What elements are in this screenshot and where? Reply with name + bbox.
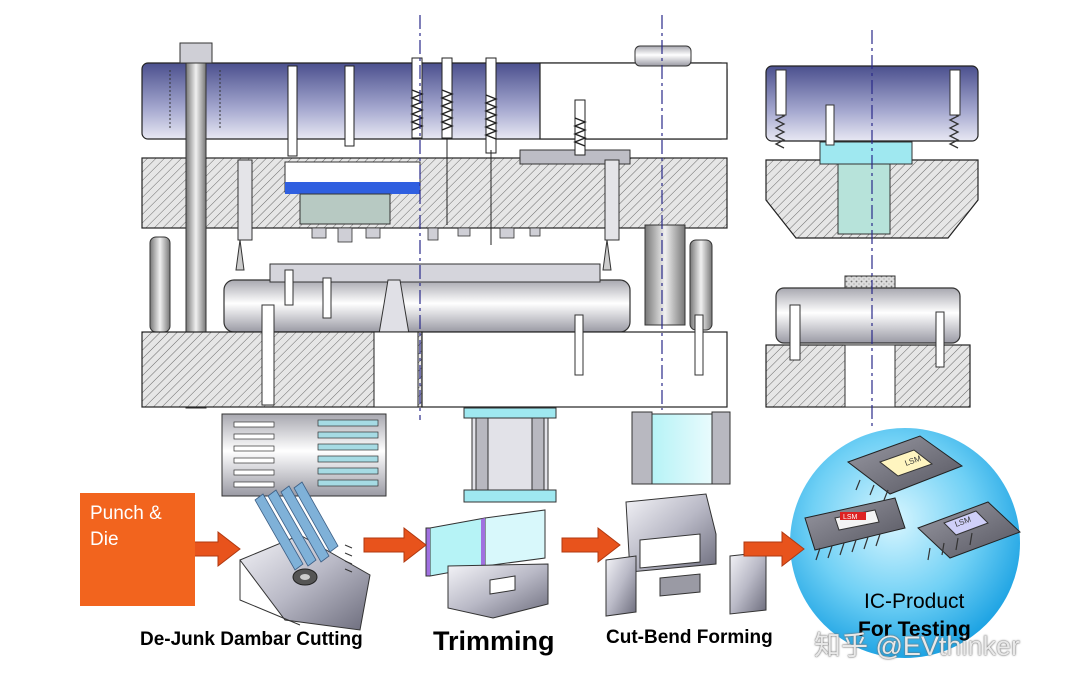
- stage-label-ic-product: IC-Product: [864, 590, 965, 613]
- process-arrows: [181, 526, 805, 568]
- arrow-4: [743, 530, 805, 568]
- watermark: 知乎 @EVthinker: [814, 631, 1020, 661]
- punch-and-die-box: Punch & Die: [80, 493, 195, 606]
- svg-text:LSM: LSM: [843, 514, 858, 521]
- arrow-2: [363, 526, 427, 564]
- stage-label-for-testing: For Testing: [858, 618, 971, 641]
- cutbend-3d-part: [605, 493, 767, 617]
- tool-trimming-flat: [463, 407, 557, 503]
- main-punch-plate: [141, 157, 728, 229]
- trimming-3d-part: [425, 509, 549, 619]
- main-die-assembly: [141, 15, 728, 420]
- arrow-3: [561, 526, 621, 564]
- blue-cavity: [285, 182, 420, 194]
- side-die-assembly: [765, 30, 979, 430]
- stage-label-trimming: Trimming: [433, 626, 555, 656]
- stage-label-dejunk: De-Junk Dambar Cutting: [140, 629, 363, 650]
- stage-label-cut-bend: Cut-Bend Forming: [606, 627, 773, 648]
- ic-chip-top: LSM: [846, 435, 964, 495]
- dejunk-3d-part: [239, 481, 371, 631]
- ic-chip-left: LSM: [804, 497, 906, 551]
- ic-product-circle: LSM LSM LSM: [790, 428, 1021, 658]
- tool-dejunk-flat: [221, 413, 387, 497]
- tool-cutbend-flat: [631, 411, 731, 485]
